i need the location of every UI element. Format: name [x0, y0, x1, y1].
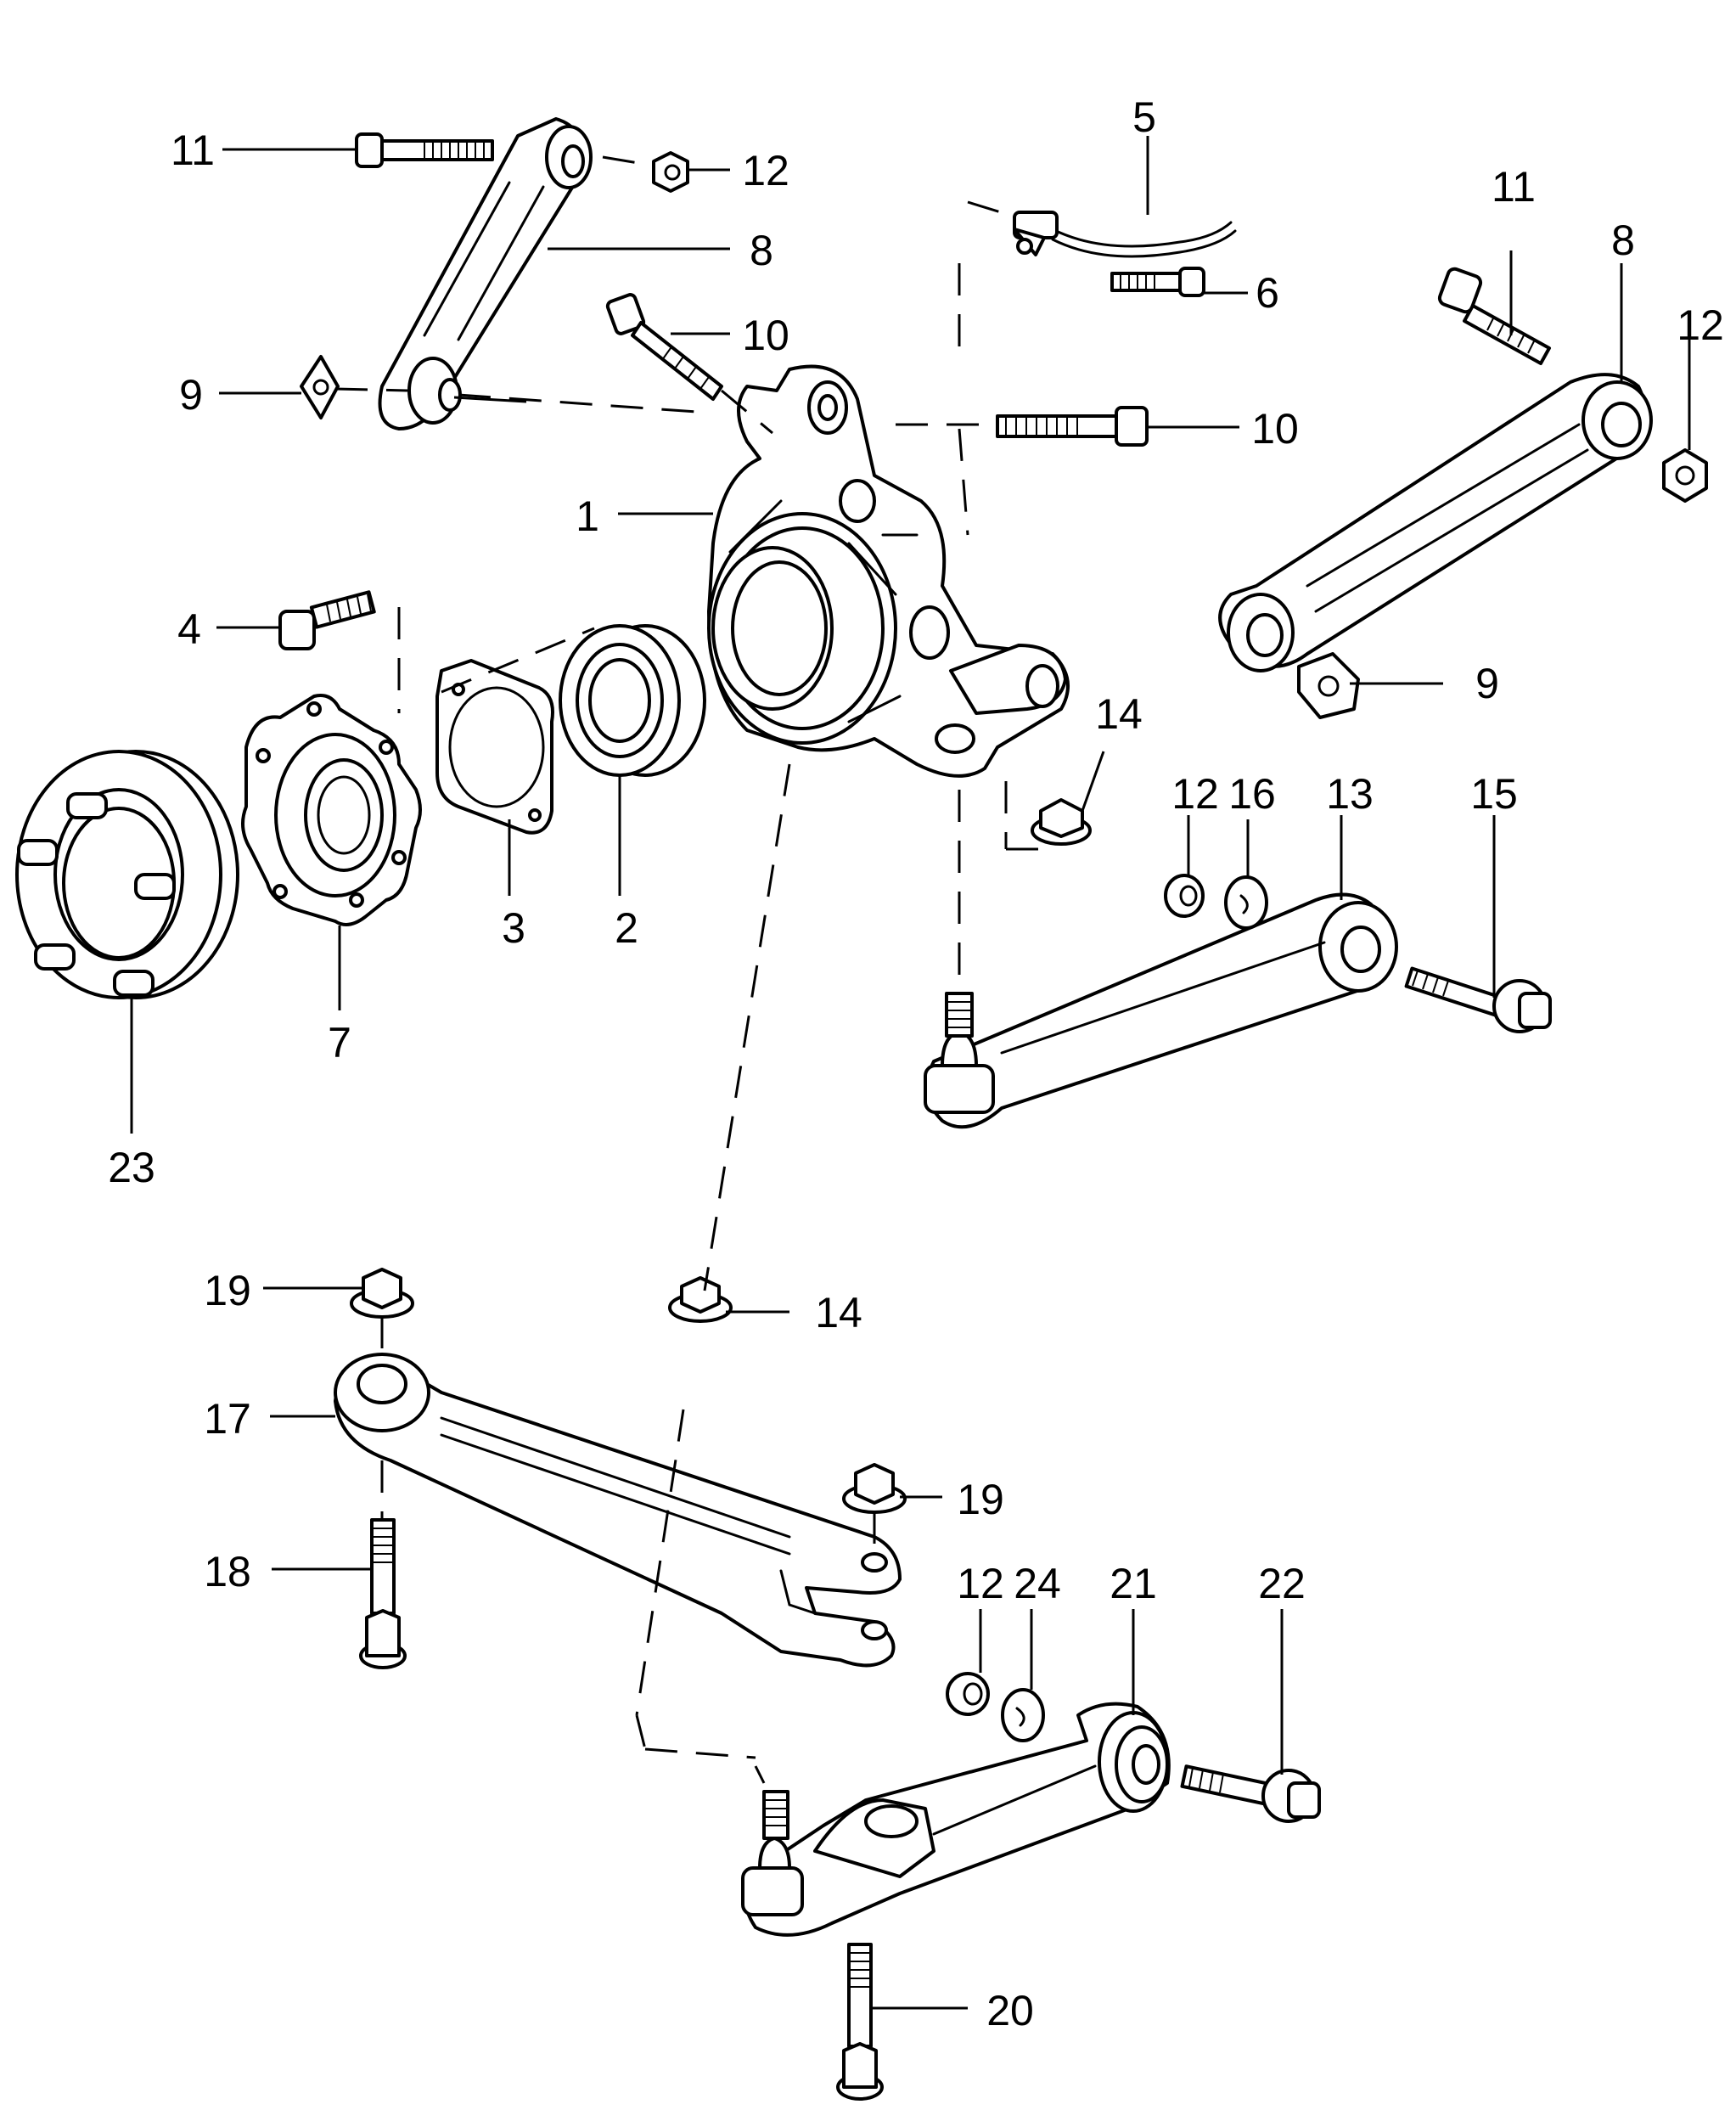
callout-10-side: 10	[1251, 405, 1299, 453]
leader-lines	[130, 136, 1691, 2010]
callout-15: 15	[1470, 770, 1518, 818]
upper-right-tie-rod[interactable]	[1218, 373, 1653, 672]
callout-7: 7	[328, 1019, 351, 1066]
callout-5: 5	[1132, 93, 1156, 141]
upper-right-bolt[interactable]	[1437, 267, 1551, 365]
callout-12-right: 12	[1677, 301, 1724, 349]
upper-left-nut[interactable]	[652, 151, 689, 193]
lower-wishbone[interactable]	[741, 1702, 1171, 1937]
carrier-nut-lower[interactable]	[668, 1276, 733, 1323]
callout-13: 13	[1326, 770, 1374, 818]
callout-14-upper: 14	[1095, 690, 1143, 738]
callout-8-left: 8	[750, 227, 773, 274]
callout-9-left: 9	[179, 371, 203, 419]
callout-21: 21	[1110, 1560, 1157, 1607]
upper-right-eccentric-washer[interactable]	[1297, 652, 1360, 719]
upper-left-tie-rod[interactable]	[378, 117, 593, 430]
track-rod-nut[interactable]	[1164, 874, 1205, 918]
lower-arm-nut-left[interactable]	[350, 1268, 414, 1319]
brake-disc[interactable]	[15, 750, 239, 999]
callout-4: 4	[177, 605, 201, 653]
callout-11-right: 11	[1492, 163, 1536, 211]
callout-2: 2	[615, 904, 638, 952]
sensor-bolt[interactable]	[1110, 267, 1205, 297]
callout-9-right: 9	[1475, 660, 1499, 707]
lower-control-arm[interactable]	[334, 1353, 902, 1668]
callout-6: 6	[1256, 269, 1279, 317]
ball-joint-bolt[interactable]	[836, 1943, 884, 2101]
callout-19-right: 19	[957, 1476, 1004, 1523]
track-rod-washer[interactable]	[1224, 875, 1268, 930]
carrier-nut-upper[interactable]	[1031, 798, 1092, 846]
callout-17: 17	[204, 1395, 251, 1443]
callout-12-left: 12	[742, 147, 789, 194]
callout-24: 24	[1014, 1560, 1061, 1607]
upper-left-bolt[interactable]	[355, 132, 494, 168]
callout-23: 23	[108, 1144, 155, 1191]
callout-14-lower: 14	[815, 1289, 862, 1336]
speed-sensor[interactable]	[1013, 211, 1237, 258]
callout-10-upper: 10	[742, 312, 789, 359]
callout-18: 18	[204, 1548, 251, 1595]
callout-labels: 1 2 3 4 5 6 7 8 8 9 9 10 10 11 11 12 12 …	[108, 93, 1724, 2034]
callout-20: 20	[986, 1987, 1034, 2034]
upper-left-eccentric-washer[interactable]	[300, 355, 340, 419]
callout-3: 3	[502, 904, 525, 952]
track-rod-bolt[interactable]	[1404, 966, 1552, 1033]
callout-12-track: 12	[1171, 770, 1219, 818]
callout-22: 22	[1258, 1560, 1306, 1607]
callout-8-right: 8	[1611, 217, 1635, 264]
wheel-carrier[interactable]	[707, 364, 1070, 778]
upper-right-nut[interactable]	[1662, 448, 1708, 503]
hub-bolt[interactable]	[278, 590, 376, 650]
assembly-lines	[334, 155, 1044, 1784]
callout-11-left: 11	[171, 127, 215, 174]
callout-16: 16	[1228, 770, 1276, 818]
wheel-hub[interactable]	[241, 694, 422, 926]
wishbone-bolt[interactable]	[1180, 1764, 1321, 1823]
carrier-upper-bolt[interactable]	[605, 293, 723, 401]
callout-12-wishbone: 12	[957, 1560, 1004, 1607]
cover-plate[interactable]	[435, 659, 554, 835]
wheel-bearing[interactable]	[559, 624, 706, 777]
track-rod[interactable]	[924, 892, 1398, 1129]
wishbone-washer[interactable]	[1001, 1688, 1045, 1742]
lower-arm-bolt[interactable]	[359, 1518, 407, 1669]
lower-arm-nut-right[interactable]	[842, 1463, 907, 1514]
callout-19-left: 19	[204, 1267, 251, 1314]
callout-1: 1	[576, 492, 599, 540]
wishbone-nut[interactable]	[946, 1672, 990, 1716]
carrier-side-bolt[interactable]	[996, 406, 1149, 447]
